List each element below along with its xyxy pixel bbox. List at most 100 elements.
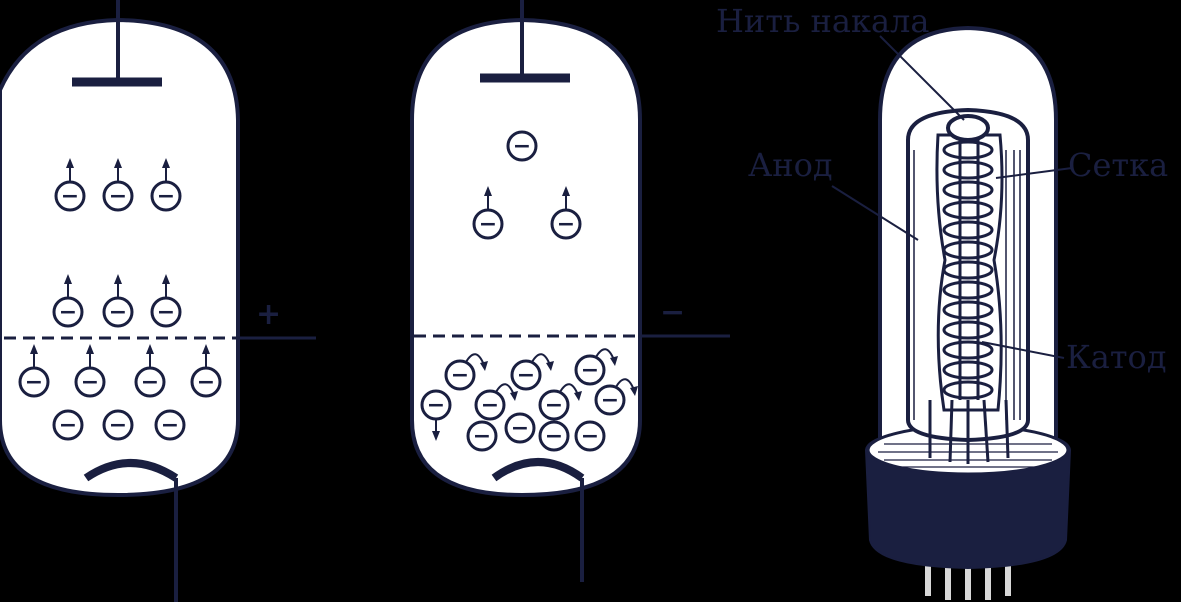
arrow-head	[630, 386, 638, 396]
electron: −	[506, 130, 538, 162]
electron-charge-sign: −	[511, 416, 529, 441]
electron-charge-sign: −	[109, 300, 127, 325]
electron: −	[550, 186, 582, 240]
grid-coil-turn	[942, 340, 994, 360]
electron-charge-sign: −	[473, 424, 491, 449]
electron-charge-sign: −	[157, 300, 175, 325]
triode-illustration: Нить накала Анод Сетка Катод	[716, 2, 1168, 600]
tube-1-envelope	[0, 17, 240, 498]
arrow-head	[114, 158, 122, 168]
electron: −	[538, 383, 582, 421]
electron-charge-sign: −	[427, 393, 445, 418]
arrow-head	[162, 158, 170, 168]
anode-label: Анод	[748, 146, 833, 184]
electron-charge-sign: −	[601, 388, 619, 413]
electron-charge-sign: −	[59, 413, 77, 438]
arrow-head	[64, 274, 72, 284]
grid-coil-turn	[942, 180, 994, 200]
arrow-head	[162, 274, 170, 284]
grid-coil-turn	[942, 320, 994, 340]
electron: −	[102, 409, 134, 441]
electron-charge-sign: −	[25, 370, 43, 395]
tube-2-electrons: −−−−−−−−−−−−−−	[420, 130, 638, 452]
triode-anode-shading	[913, 150, 1021, 420]
tube-positive-grid: + −−−−−−−−−−−−−	[0, 0, 316, 602]
arrow-head	[562, 186, 570, 196]
electron-charge-sign: −	[513, 134, 531, 159]
electron: −	[420, 389, 452, 441]
electron-charge-sign: −	[61, 184, 79, 209]
electron: −	[504, 412, 536, 444]
grid-negative-sign: −	[660, 295, 685, 330]
electron-charge-sign: −	[481, 393, 499, 418]
grid-coil-turn	[942, 220, 994, 240]
electron-charge-sign: −	[197, 370, 215, 395]
grid-label: Сетка	[1068, 146, 1168, 184]
electron: −	[190, 344, 222, 398]
electron-charge-sign: −	[59, 300, 77, 325]
electron: −	[102, 274, 134, 328]
arrow-head	[480, 361, 488, 371]
electron: −	[472, 186, 504, 240]
grid-coil-turn	[942, 380, 994, 400]
triode-internal-leads	[928, 399, 1010, 464]
electron: −	[154, 409, 186, 441]
tube-2-cathode	[491, 458, 585, 482]
electron-charge-sign: −	[581, 424, 599, 449]
arrow-head	[114, 274, 122, 284]
triode-filament-top	[946, 114, 990, 142]
electron: −	[52, 409, 84, 441]
arrow-head	[146, 344, 154, 354]
electron-return-arrow	[465, 353, 485, 366]
grid-coil-turn	[942, 300, 994, 320]
electron-charge-sign: −	[581, 358, 599, 383]
electron-charge-sign: −	[451, 363, 469, 388]
arrow-head	[66, 158, 74, 168]
arrow-head	[546, 361, 554, 371]
cathode-callout-line	[981, 341, 1065, 359]
electron: −	[510, 353, 554, 391]
grid-coil-turn	[942, 360, 994, 380]
electron-charge-sign: −	[517, 363, 535, 388]
electron-charge-sign: −	[157, 184, 175, 209]
electron: −	[134, 344, 166, 398]
electron-charge-sign: −	[161, 413, 179, 438]
arrow-head	[86, 344, 94, 354]
electron: −	[54, 158, 86, 212]
electron-return-arrow	[559, 383, 579, 396]
arrow-head	[30, 344, 38, 354]
electron-charge-sign: −	[479, 212, 497, 237]
electron: −	[52, 274, 84, 328]
grid-coil-turn	[942, 240, 994, 260]
electron: −	[594, 378, 638, 416]
electron: −	[150, 158, 182, 212]
electron-charge-sign: −	[81, 370, 99, 395]
electron-return-arrow	[615, 378, 635, 391]
electron: −	[466, 420, 498, 452]
electron-charge-sign: −	[141, 370, 159, 395]
electron: −	[18, 344, 50, 398]
arrow-head	[202, 344, 210, 354]
electron-charge-sign: −	[109, 184, 127, 209]
grid-coil-turn	[942, 160, 994, 180]
electron: −	[150, 274, 182, 328]
electron: −	[474, 383, 518, 421]
arrow-head	[574, 391, 582, 401]
tube-1-electrons: −−−−−−−−−−−−−	[18, 158, 222, 441]
electron-charge-sign: −	[545, 393, 563, 418]
electron-return-arrow	[595, 348, 615, 361]
electron-charge-sign: −	[545, 424, 563, 449]
anode-callout-line	[831, 185, 919, 241]
electron: −	[444, 353, 488, 391]
arrow-head	[610, 356, 618, 366]
electron: −	[102, 158, 134, 212]
arrow-head	[484, 186, 492, 196]
tube-negative-grid: − −−−−−−−−−−−−−−	[410, 0, 730, 582]
grid-coil-turn	[942, 200, 994, 220]
electron: −	[574, 348, 618, 386]
filament-callout-line	[879, 35, 965, 121]
arrow-head	[510, 391, 518, 401]
electron-return-arrow	[495, 383, 515, 396]
